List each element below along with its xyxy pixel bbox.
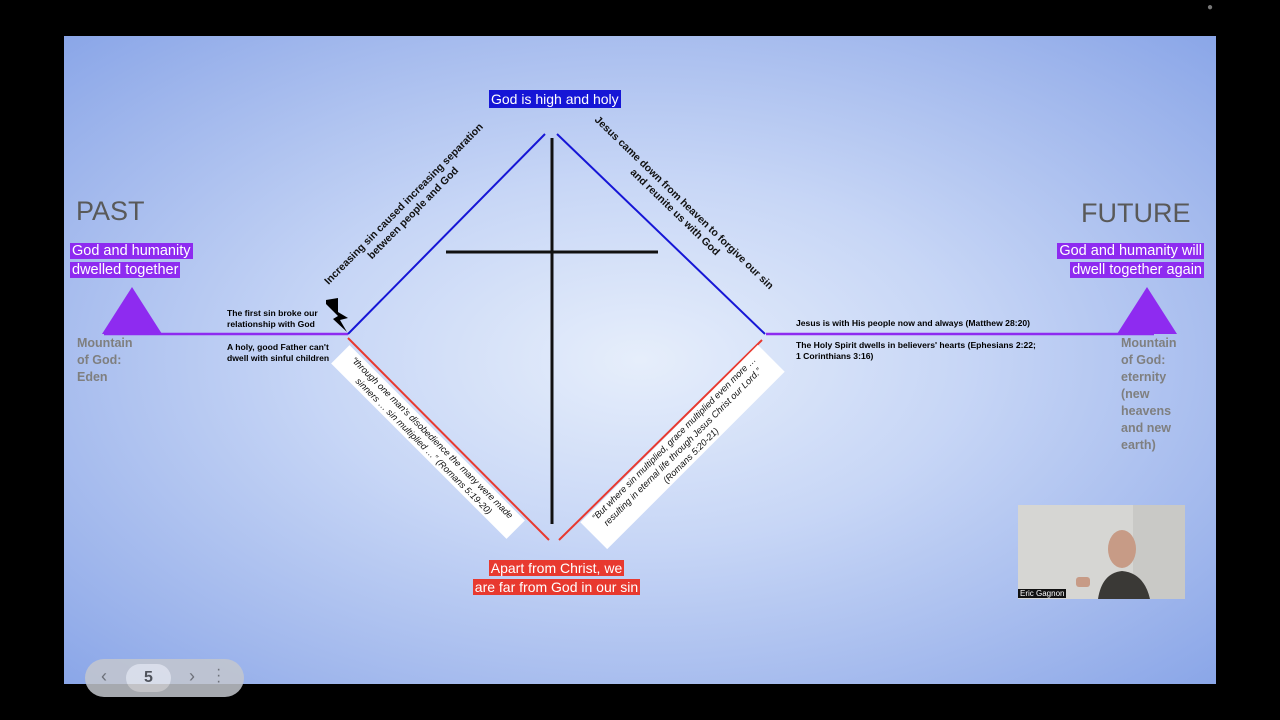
chevron-right-icon[interactable]: › [189,666,195,686]
diagram-lines [102,133,1177,541]
status-dot-icon: ● [1207,2,1214,13]
future-heading: FUTURE [1081,198,1191,228]
presenter-video: Eric Gagnon [1018,505,1185,599]
god-high-badge: God is high and holy [489,90,621,108]
holy-spirit-note: The Holy Spirit dwells in believers' hea… [796,340,1036,361]
more-vertical-icon[interactable]: ··· [216,661,222,690]
chevron-left-icon[interactable]: ‹ [101,666,107,686]
lightning-bolt-icon [326,298,348,332]
presenter-name: Eric Gagnon [1018,589,1067,598]
separation-line [347,133,546,335]
mountain-eternity-icon [1117,287,1177,334]
presenter-avatar [1018,505,1185,599]
mountain-eden-icon [102,287,162,334]
reunite-line [556,133,766,335]
sin-down-line [347,337,550,541]
past-heading: PAST [76,196,145,226]
page-number[interactable]: 5 [126,664,171,692]
jesus-with-people-note: Jesus is with His people now and always … [796,318,1031,328]
slide-navigation: ‹ 5 › ··· [85,659,244,697]
